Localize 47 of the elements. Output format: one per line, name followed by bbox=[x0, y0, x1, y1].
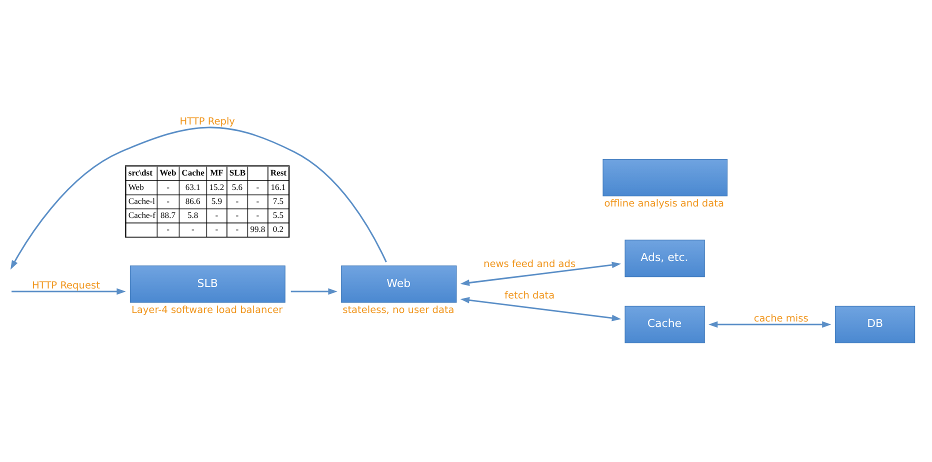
label: - bbox=[236, 224, 239, 234]
label: - bbox=[166, 196, 170, 206]
label: - bbox=[166, 224, 170, 234]
label: - bbox=[166, 182, 170, 192]
label: 5.8 bbox=[187, 210, 198, 220]
label: - bbox=[215, 210, 218, 220]
label: 86.6 bbox=[185, 196, 200, 206]
edge-label: fetch data bbox=[504, 290, 555, 302]
label: 5.6 bbox=[232, 182, 243, 192]
node-label: stateless, no user data bbox=[342, 304, 454, 316]
label: 63.1 bbox=[185, 182, 200, 192]
label: 0.2 bbox=[272, 224, 284, 234]
edge-label: news feed and ads bbox=[484, 258, 576, 270]
edge-label: HTTP Request bbox=[32, 280, 100, 291]
arrow bbox=[12, 288, 126, 294]
label: - bbox=[236, 210, 239, 220]
label: - bbox=[215, 224, 218, 234]
arrow bbox=[708, 320, 832, 328]
label: Rest bbox=[270, 166, 287, 177]
label: 88.7 bbox=[160, 210, 176, 220]
label: - bbox=[256, 196, 260, 206]
arrow bbox=[10, 126, 387, 270]
label: Cache-l bbox=[128, 196, 155, 206]
label: Cache-f bbox=[128, 210, 156, 220]
label: - bbox=[256, 182, 260, 192]
label: 7.5 bbox=[272, 196, 284, 206]
label: 99.8 bbox=[250, 224, 266, 234]
label: Cache bbox=[182, 166, 204, 177]
label: MF bbox=[210, 166, 224, 177]
arrow bbox=[460, 261, 622, 286]
label: - bbox=[236, 196, 239, 206]
node-label: offline analysis and data bbox=[604, 198, 724, 209]
label: 16.1 bbox=[270, 182, 286, 192]
arrow bbox=[460, 296, 622, 321]
label: SLB bbox=[229, 166, 246, 177]
edge-label: HTTP Reply bbox=[180, 116, 235, 127]
label: 5.5 bbox=[272, 210, 284, 220]
label: Web bbox=[160, 166, 176, 177]
label: src\dst bbox=[128, 166, 152, 177]
label: - bbox=[191, 224, 194, 234]
edge-label: cache miss bbox=[754, 312, 808, 324]
label: 15.2 bbox=[209, 182, 224, 192]
arrow bbox=[290, 288, 338, 294]
label: 5.9 bbox=[211, 196, 222, 206]
label: Web bbox=[128, 182, 144, 192]
label: - bbox=[256, 210, 260, 220]
node-label: Layer-4 software load balancer bbox=[131, 304, 283, 316]
